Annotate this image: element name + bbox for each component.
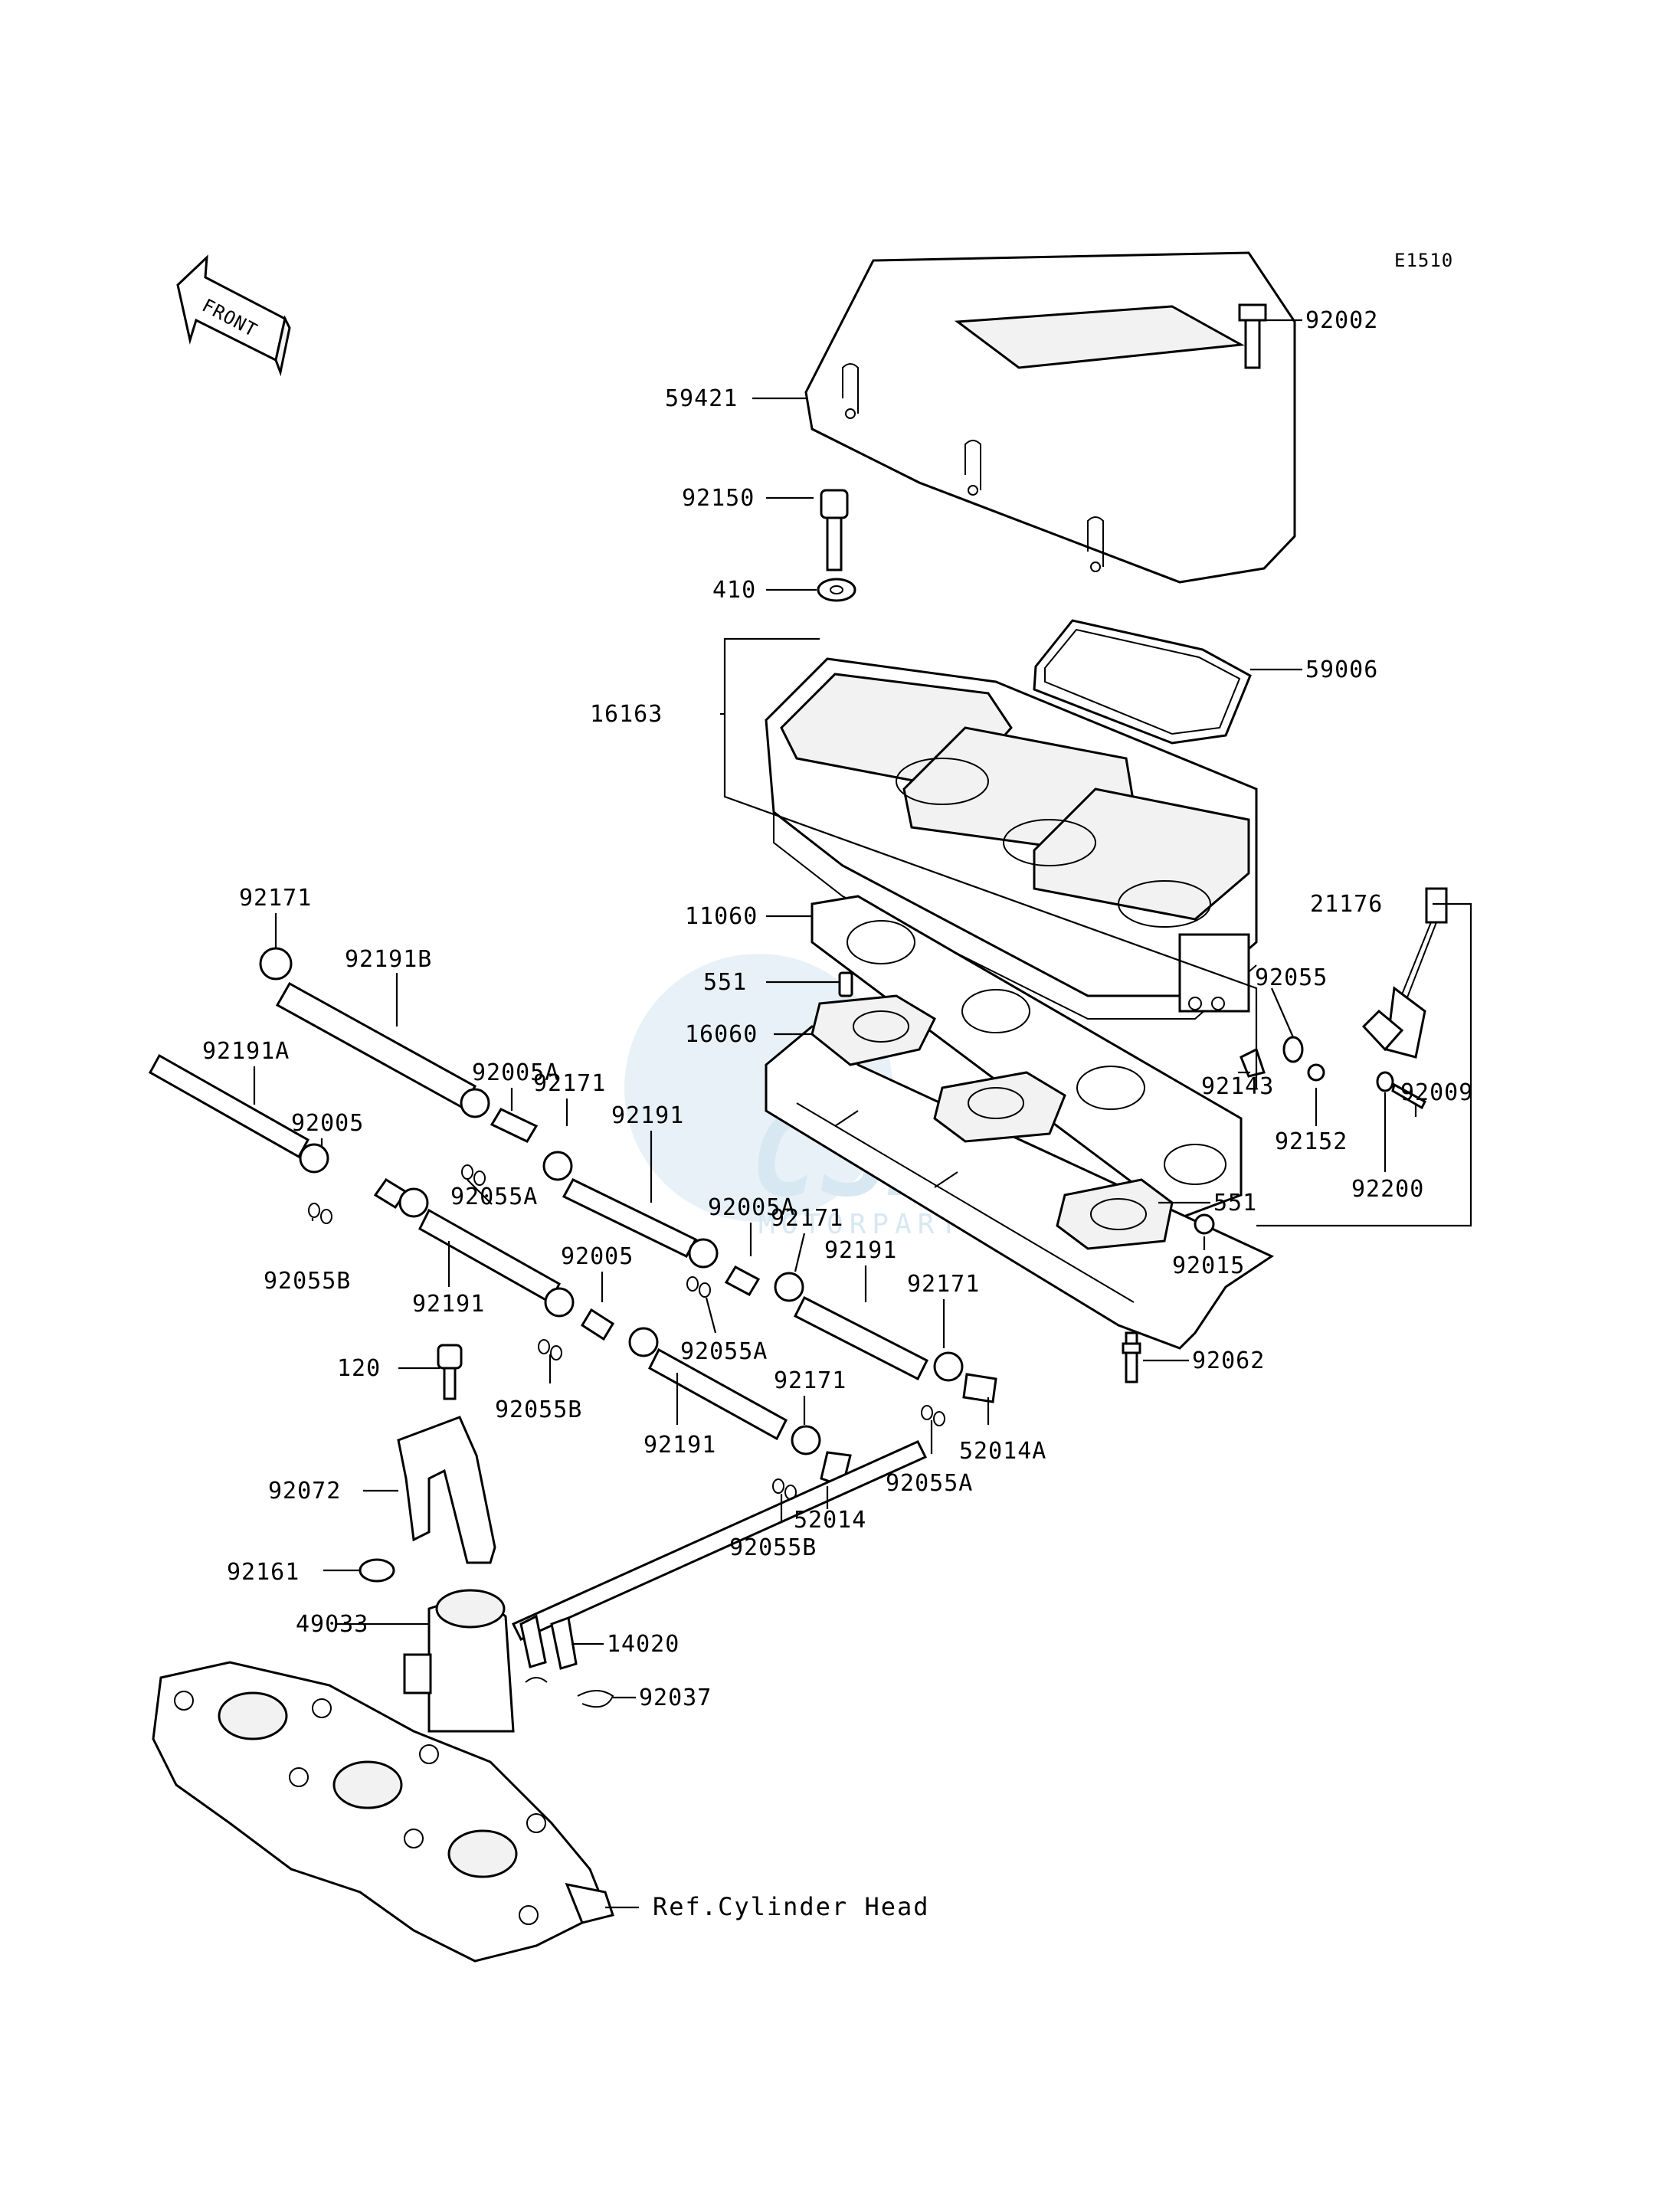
- callout-labels: 92002 59421 92150 410 59006 16163 21176 …: [202, 307, 1473, 1921]
- washer-410: [817, 578, 856, 602]
- bracket-92072: [397, 1416, 496, 1564]
- clip-92037: [577, 1690, 614, 1708]
- intake-manifold-16060: [765, 994, 1275, 1350]
- callout-551-lower: 551: [1213, 1190, 1257, 1216]
- callout-92005A-b: 92005A: [708, 1194, 795, 1221]
- callout-92171-c: 92171: [771, 1205, 843, 1232]
- callout-92171-e: 92171: [774, 1367, 847, 1394]
- callout-92055A-a: 92055A: [450, 1184, 538, 1210]
- callout-92152: 92152: [1275, 1128, 1348, 1155]
- bolt-92150: [820, 489, 849, 571]
- callout-11060: 11060: [685, 903, 758, 930]
- callout-92055B-b: 92055B: [495, 1396, 582, 1423]
- cylinder-head-reference: [152, 1661, 614, 1963]
- clip-92037-b: [525, 1677, 548, 1683]
- clamp-14020-a: [519, 1614, 547, 1668]
- callout-52014A: 52014A: [959, 1438, 1046, 1465]
- callout-92062: 92062: [1192, 1347, 1265, 1374]
- gasket-59006: [1033, 619, 1252, 745]
- callout-92002: 92002: [1305, 307, 1378, 334]
- callout-92037: 92037: [639, 1685, 712, 1711]
- sensor-21176: [1361, 887, 1448, 1059]
- valve-49033: [403, 1589, 515, 1733]
- callout-59421: 59421: [665, 385, 738, 412]
- washer-92200: [1376, 1071, 1394, 1092]
- front-arrow-icon: FRONT: [176, 254, 291, 377]
- callout-92005A-a: 92005A: [472, 1059, 559, 1086]
- nut-92152: [1307, 1063, 1325, 1082]
- fuel-hoses: [148, 947, 997, 1641]
- callout-92161: 92161: [227, 1559, 300, 1586]
- callout-551-upper: 551: [703, 969, 747, 996]
- bolt-92009: [1391, 1082, 1426, 1110]
- callout-92009: 92009: [1400, 1079, 1473, 1106]
- callout-49033: 49033: [296, 1611, 368, 1638]
- callout-92015: 92015: [1172, 1252, 1245, 1279]
- bolt-120: [437, 1344, 463, 1400]
- o-ring-92055-upper: [1282, 1036, 1304, 1063]
- callout-92055B-c: 92055B: [729, 1534, 817, 1561]
- cylinder-head-cover: [804, 251, 1296, 584]
- callout-92191-b: 92191: [824, 1237, 897, 1264]
- callout-92191-d: 92191: [644, 1432, 716, 1459]
- callout-92055B-a: 92055B: [264, 1268, 351, 1295]
- callout-92191B: 92191B: [345, 946, 432, 973]
- callout-92005-a: 92005: [291, 1110, 364, 1137]
- reference-cylinder-head: Ref.Cylinder Head: [653, 1892, 930, 1921]
- throttle-body: [765, 657, 1258, 1020]
- damper-92161: [359, 1558, 395, 1583]
- callout-52014: 52014: [794, 1507, 866, 1534]
- gasket-11060: [811, 895, 1243, 1220]
- dowel-551-upper: [838, 971, 853, 997]
- callout-92055A-b: 92055A: [680, 1338, 768, 1365]
- callout-92055-upper: 92055: [1255, 964, 1328, 991]
- callout-92191-a: 92191: [611, 1102, 684, 1129]
- callout-92200: 92200: [1351, 1176, 1424, 1203]
- callout-92191-c: 92191: [412, 1291, 485, 1318]
- callout-14020: 14020: [607, 1631, 680, 1658]
- callout-21176: 21176: [1310, 891, 1383, 918]
- callout-410: 410: [712, 577, 756, 604]
- callout-92171-a: 92171: [239, 885, 312, 912]
- callout-92171-d: 92171: [907, 1271, 980, 1298]
- callout-92171-b: 92171: [533, 1070, 606, 1097]
- callout-16163: 16163: [590, 701, 663, 728]
- callout-92150: 92150: [682, 485, 755, 512]
- leader-lines: [253, 319, 1472, 1909]
- callout-92191A: 92191A: [202, 1038, 290, 1065]
- callout-120: 120: [337, 1355, 381, 1382]
- clip-92143: [1240, 1047, 1266, 1078]
- callout-92072: 92072: [268, 1478, 341, 1505]
- callout-59006: 59006: [1305, 656, 1378, 683]
- o-rings: [308, 1164, 945, 1500]
- clamp-14020-b: [550, 1616, 578, 1670]
- callout-16060: 16060: [685, 1021, 758, 1048]
- nut-92015: [1194, 1213, 1215, 1235]
- callout-92005-b: 92005: [561, 1243, 634, 1270]
- bolt-92002: [1238, 303, 1267, 369]
- stud-92062: [1122, 1331, 1141, 1383]
- diagram-code: E1510: [1394, 250, 1453, 271]
- callout-92055A-c: 92055A: [886, 1470, 973, 1497]
- callout-92143: 92143: [1201, 1073, 1274, 1100]
